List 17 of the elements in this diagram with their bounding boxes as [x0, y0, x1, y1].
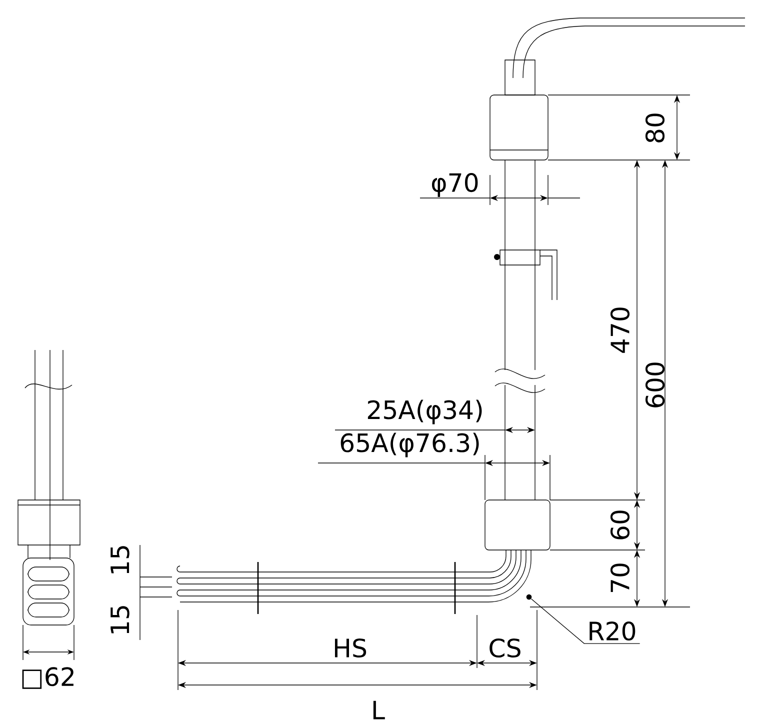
dimension-label: HS	[334, 638, 366, 658]
dimension-label: 600	[645, 362, 665, 408]
leader-line	[530, 598, 640, 644]
bend-point	[526, 594, 532, 600]
dimension-label: 60	[610, 510, 630, 540]
dimension-label: □62	[22, 667, 74, 689]
dimension-label: 15	[110, 606, 130, 634]
callout-label: R20	[590, 621, 636, 641]
dimension-label: 80	[645, 114, 665, 142]
dimension-label: 70	[610, 564, 630, 592]
dimension-label: CS	[490, 638, 520, 658]
dimension-label: 65A(φ76.3)	[340, 432, 479, 458]
dimension-label: φ70	[432, 173, 478, 197]
dimension-label: 470	[610, 308, 630, 353]
dimension-label: 25A(φ34)	[368, 400, 482, 424]
dimension-label: 15	[110, 546, 130, 574]
dimension-label: L	[373, 700, 385, 720]
